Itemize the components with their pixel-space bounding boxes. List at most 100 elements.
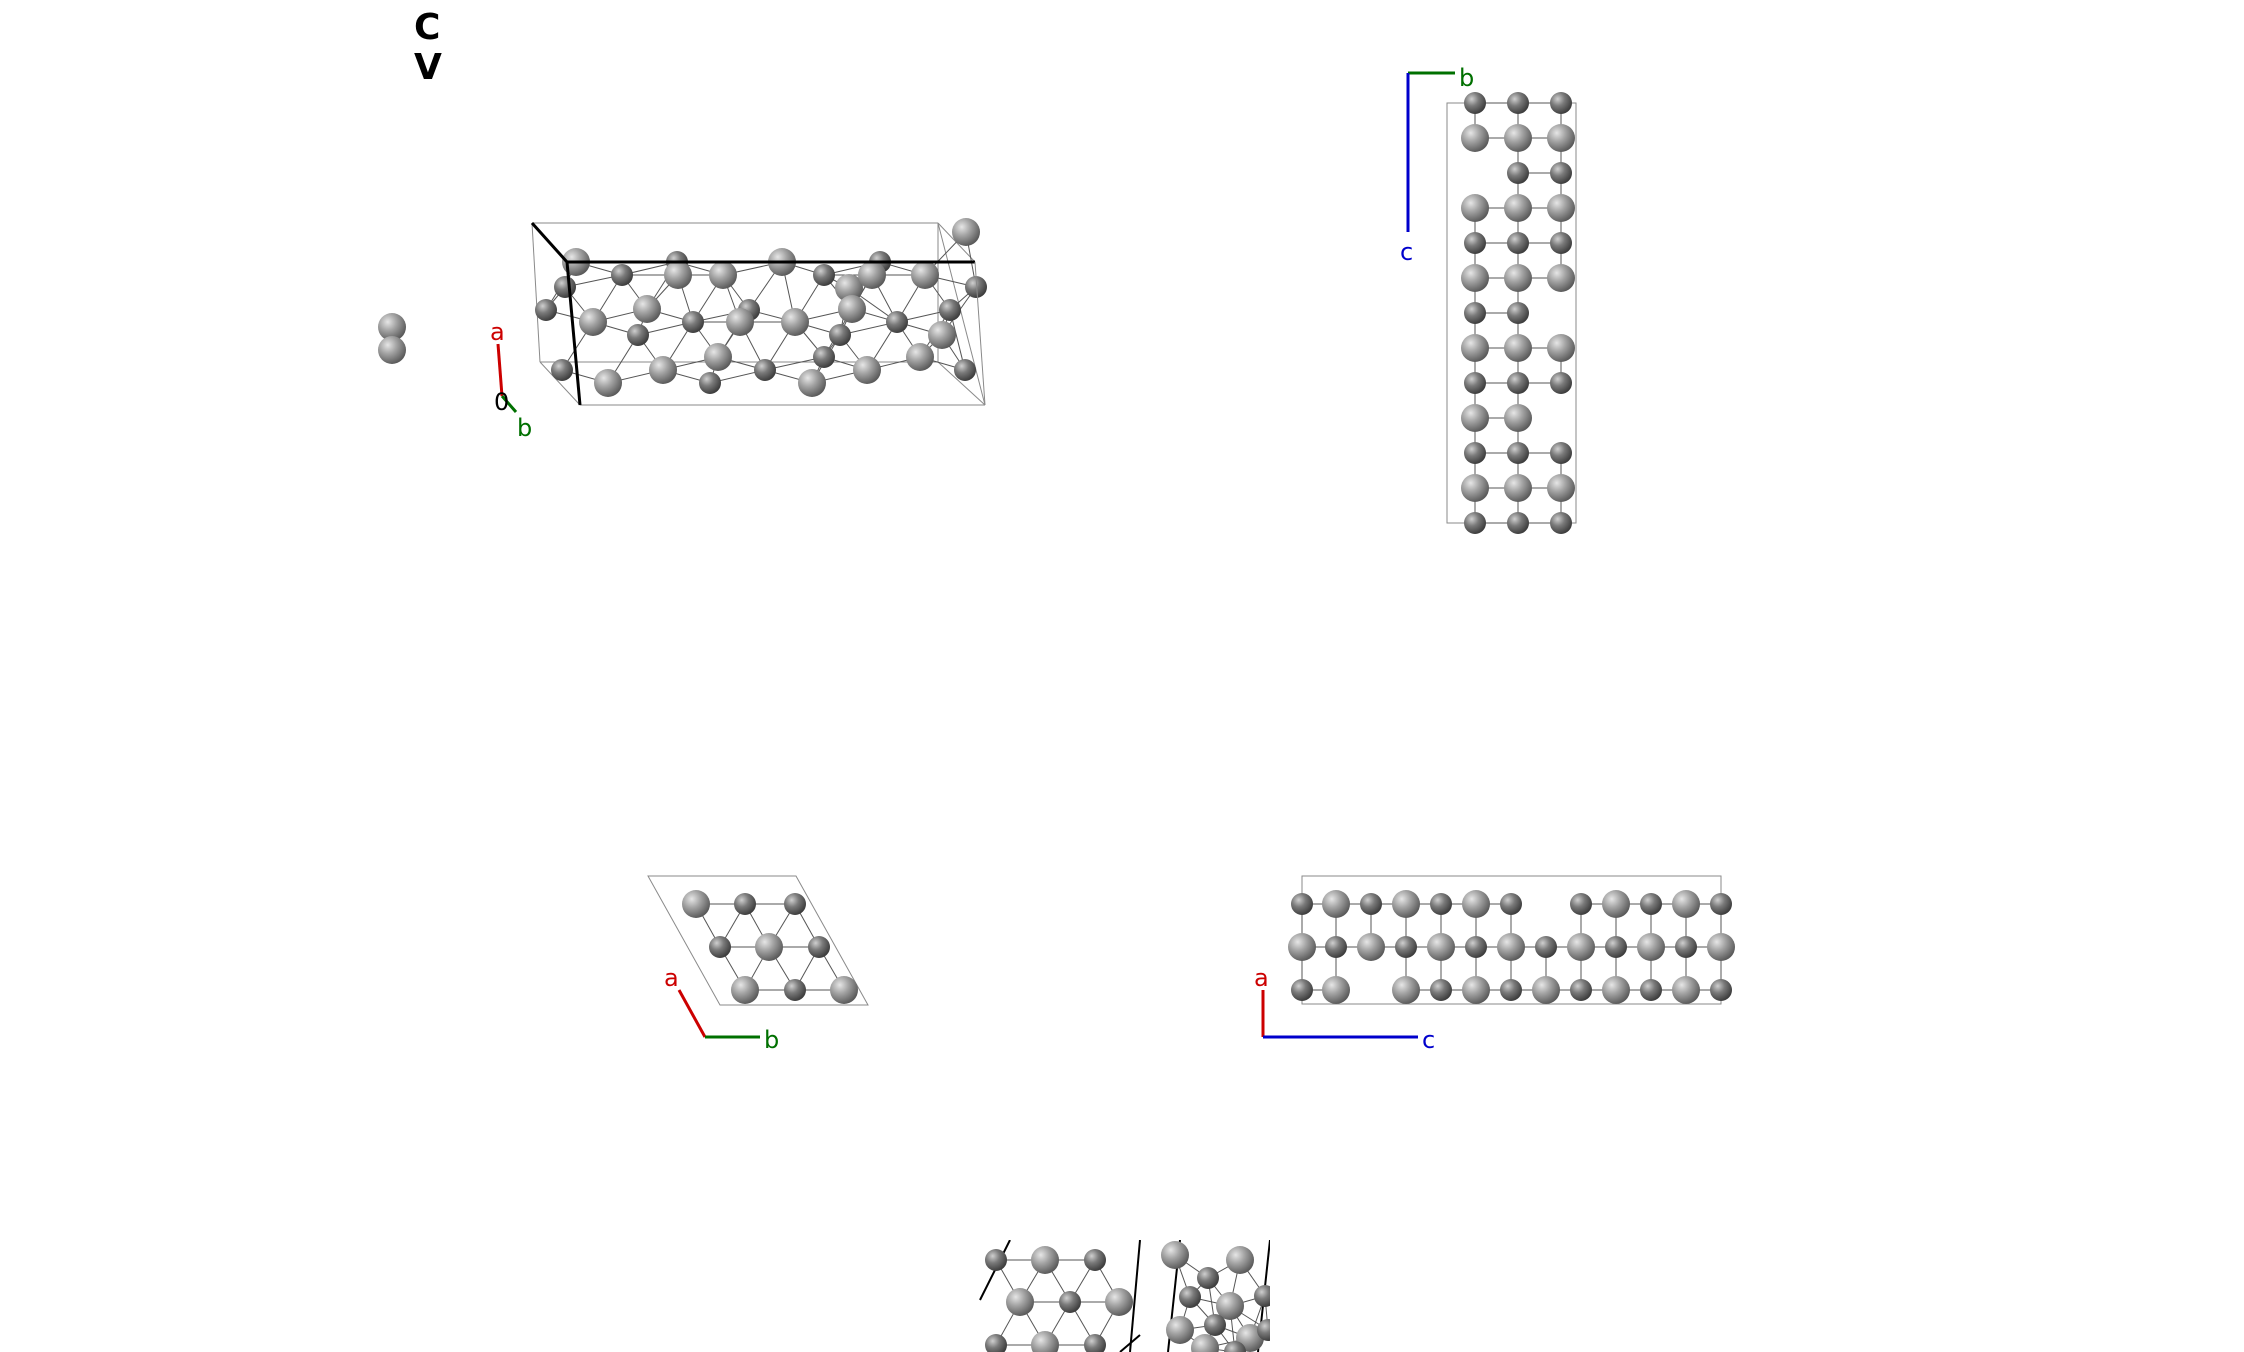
atom-c: [1550, 372, 1572, 394]
axis-label-a: a: [664, 964, 679, 992]
atom-v: [1547, 264, 1575, 292]
atom-c: [1395, 936, 1417, 958]
atom-v: [709, 261, 737, 289]
cell-edge: [539, 361, 581, 406]
atom-v: [1602, 890, 1630, 918]
atom-v: [798, 369, 826, 397]
atom-v: [1105, 1288, 1133, 1316]
view-along-c: [647, 875, 869, 1006]
atom-c: [939, 299, 961, 321]
atom-c: [1059, 1291, 1081, 1313]
cell-edge-front: [530, 221, 569, 264]
atom-c: [1179, 1286, 1201, 1308]
atom-c: [1550, 232, 1572, 254]
atom-v: [1357, 933, 1385, 961]
atom-c: [1465, 936, 1487, 958]
atom-c: [1291, 979, 1313, 1001]
atom-c: [1500, 893, 1522, 915]
atom-v: [1461, 264, 1489, 292]
thumbnail-view: [979, 1240, 1270, 1352]
atom-v: [378, 336, 406, 364]
atom-v: [1191, 1334, 1219, 1352]
atom-c: [954, 359, 976, 381]
atom-v: [906, 343, 934, 371]
atom-c: [1640, 893, 1662, 915]
atom-c: [1570, 893, 1592, 915]
atom-v: [1547, 474, 1575, 502]
atom-c: [813, 346, 835, 368]
atom-c: [1291, 893, 1313, 915]
atom-c: [813, 264, 835, 286]
cell-edge-front: [1129, 1240, 1141, 1352]
cell-edge: [531, 222, 541, 363]
atom-c: [1570, 979, 1592, 1001]
atom-c: [1710, 979, 1732, 1001]
atom-c: [554, 276, 576, 298]
atom-v: [1031, 1246, 1059, 1274]
atom-v: [1461, 334, 1489, 362]
atom-v: [1707, 933, 1735, 961]
legend-element-1: C: [414, 7, 441, 48]
atom-v: [1427, 933, 1455, 961]
atom-c: [734, 893, 756, 915]
axis-label-b: b: [1459, 64, 1474, 92]
axis-triad-bottom-left: a b: [664, 964, 779, 1054]
atom-c: [784, 979, 806, 1001]
side-atoms: [378, 313, 406, 364]
atom-v: [594, 369, 622, 397]
atom-v: [731, 976, 759, 1004]
atom-c: [1640, 979, 1662, 1001]
atom-v: [1567, 933, 1595, 961]
atom-v: [858, 261, 886, 289]
atom-c: [1675, 936, 1697, 958]
atom-c: [1464, 512, 1486, 534]
atom-v: [1602, 976, 1630, 1004]
atom-c: [1360, 893, 1382, 915]
atom-v: [1504, 334, 1532, 362]
atom-c: [1197, 1267, 1219, 1289]
atom-c: [829, 324, 851, 346]
atom-c: [1507, 512, 1529, 534]
atom-c: [1430, 979, 1452, 1001]
atom-c: [1257, 1319, 1270, 1341]
atom-c: [1325, 936, 1347, 958]
atom-c: [551, 359, 573, 381]
atom-c: [709, 936, 731, 958]
cell-edge: [937, 361, 986, 406]
atom-v: [1672, 976, 1700, 1004]
atom-v: [1504, 124, 1532, 152]
atom-v: [704, 343, 732, 371]
atom-c: [1550, 92, 1572, 114]
atom-v: [830, 976, 858, 1004]
cell-edge: [974, 261, 986, 406]
atom-c: [1710, 893, 1732, 915]
atom-v: [1461, 474, 1489, 502]
atom-c: [1507, 442, 1529, 464]
atom-c: [535, 299, 557, 321]
origin-label: 0: [494, 388, 509, 416]
atom-c: [1550, 442, 1572, 464]
atom-v: [1504, 474, 1532, 502]
atom-c: [1084, 1334, 1106, 1352]
atom-v: [1497, 933, 1525, 961]
atom-v: [1006, 1288, 1034, 1316]
atom-c: [1204, 1314, 1226, 1336]
atom-v: [838, 295, 866, 323]
atom-v: [1504, 264, 1532, 292]
atom-v: [633, 295, 661, 323]
atom-v: [1166, 1316, 1194, 1344]
atom-c: [808, 936, 830, 958]
atom-v: [1672, 890, 1700, 918]
atom-c: [1254, 1285, 1270, 1307]
atom-v: [911, 261, 939, 289]
atom-v: [1461, 124, 1489, 152]
atom-v: [1322, 890, 1350, 918]
atom-v: [664, 261, 692, 289]
axis-label-c: c: [1400, 238, 1413, 266]
axis-label-c: c: [1422, 1026, 1435, 1054]
axis-triad-perspective: a b 0: [490, 318, 532, 442]
atom-c: [682, 311, 704, 333]
atom-v: [835, 274, 863, 302]
atom-c: [1507, 162, 1529, 184]
